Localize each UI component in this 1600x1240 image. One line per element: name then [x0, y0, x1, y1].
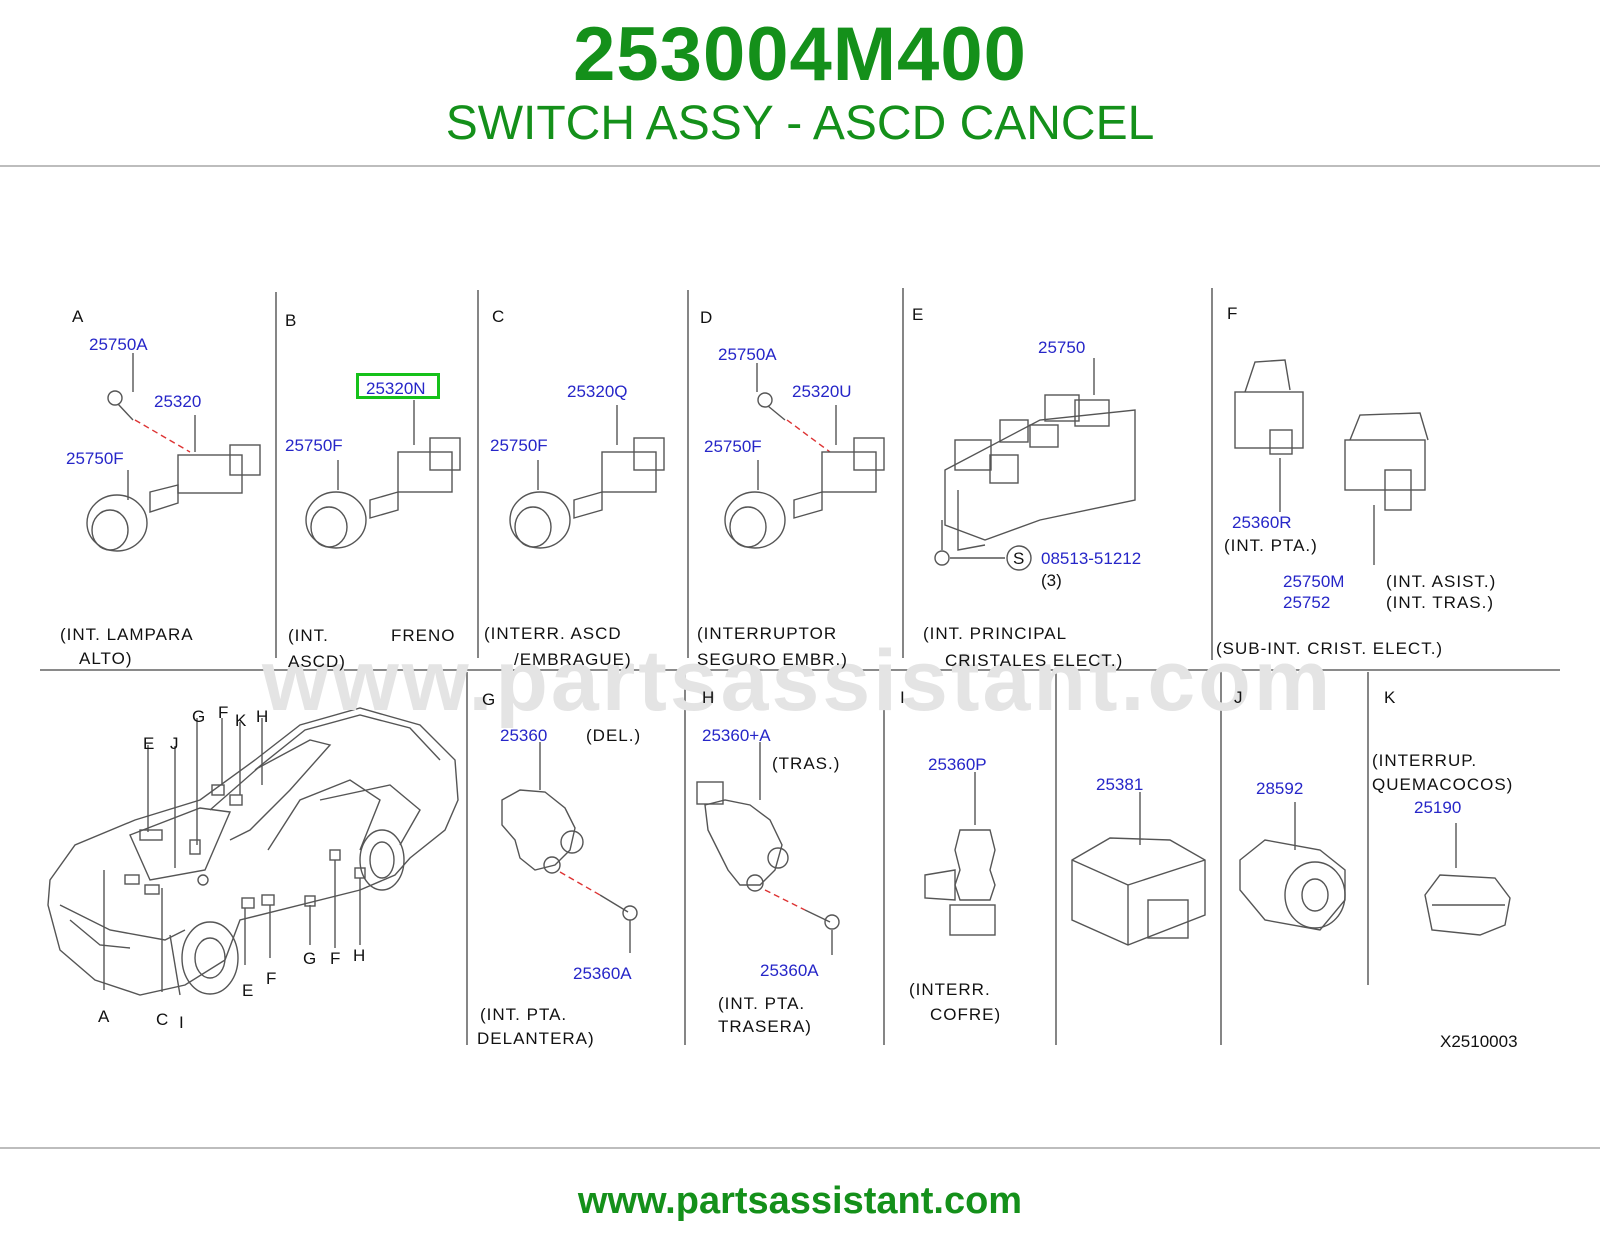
- switch-illustration-c: [509, 405, 665, 549]
- section-letter-g: G: [482, 690, 496, 709]
- door-switch-illustration-g: [501, 742, 638, 953]
- caption-d-line1: (INTERRUPTOR: [697, 624, 838, 643]
- section-letter-a: A: [72, 307, 84, 326]
- section-letter-b: B: [285, 311, 297, 330]
- car-callout-g: G: [192, 707, 206, 726]
- car-callout-c: C: [156, 1010, 169, 1029]
- part-title-heading: SWITCH ASSY - ASCD CANCEL: [445, 97, 1155, 150]
- part-label-25360r[interactable]: 25360R: [1232, 513, 1292, 532]
- part-label-25190[interactable]: 25190: [1414, 798, 1462, 817]
- part-label-25360[interactable]: 25360: [500, 726, 548, 745]
- part-label-25320n[interactable]: 25320N: [366, 379, 426, 398]
- part-label-25750f[interactable]: 25750F: [66, 449, 124, 468]
- part-label-25750a[interactable]: 25750A: [89, 335, 148, 354]
- part-label-25750[interactable]: 25750: [1038, 338, 1086, 357]
- part-label-25320[interactable]: 25320: [154, 392, 202, 411]
- caption-g-line1: (INT. PTA.: [480, 1005, 568, 1024]
- caption-c-line1: (INTERR. ASCD: [484, 624, 622, 643]
- note-int-tras: (INT. TRAS.): [1386, 593, 1495, 612]
- part-label-25360-plus-a[interactable]: 25360+A: [702, 726, 771, 745]
- caption-g-line2: DELANTERA): [477, 1029, 595, 1048]
- part-label-25750f-b[interactable]: 25750F: [285, 436, 343, 455]
- caption-b-int: (INT.: [288, 626, 329, 645]
- caption-d-line2: SEGURO EMBR.): [697, 650, 848, 669]
- socket-illustration-j: [1239, 802, 1346, 931]
- section-letter-i: I: [900, 688, 905, 707]
- caption-a-line1: (INT. LAMPARA: [60, 625, 194, 644]
- caption-k-line1: (INTERRUP.: [1372, 751, 1478, 770]
- part-label-28592[interactable]: 28592: [1256, 779, 1304, 798]
- caption-i-line2: COFRE): [930, 1005, 1002, 1024]
- part-label-25320q[interactable]: 25320Q: [567, 382, 628, 401]
- section-letter-c: C: [492, 307, 505, 326]
- note-tras: (TRAS.): [772, 754, 841, 773]
- car-callout-f2: F: [266, 969, 277, 988]
- car-callout-j: J: [170, 734, 179, 753]
- part-label-25750a-d[interactable]: 25750A: [718, 345, 777, 364]
- car-callout-f: F: [218, 703, 229, 722]
- part-label-25750m[interactable]: 25750M: [1283, 572, 1345, 591]
- car-callout-g2: G: [303, 949, 317, 968]
- hood-switch-illustration-i: [924, 772, 996, 936]
- part-label-25360a-g[interactable]: 25360A: [573, 964, 632, 983]
- door-switch-illustration-h: [696, 742, 840, 955]
- switch-illustration-d: [724, 363, 885, 549]
- watermark: www.partsassistant.com: [262, 633, 1334, 729]
- caption-b-ascd: ASCD): [288, 652, 346, 671]
- caption-i-line1: (INTERR.: [909, 980, 991, 999]
- part-label-08513-51212[interactable]: 08513-51212: [1041, 549, 1142, 568]
- screw-quantity: (3): [1041, 571, 1062, 590]
- part-label-25360p[interactable]: 25360P: [928, 755, 987, 774]
- window-switch-illustration-e: [934, 358, 1136, 571]
- caption-k-line2: QUEMACOCOS): [1372, 775, 1514, 794]
- note-int-asist: (INT. ASIST.): [1386, 572, 1497, 591]
- screw-symbol-s: S: [1013, 549, 1025, 568]
- footer-url[interactable]: www.partsassistant.com: [577, 1180, 1023, 1222]
- switch-illustration-b: [305, 400, 461, 549]
- caption-f: (SUB-INT. CRIST. ELECT.): [1216, 639, 1444, 658]
- caption-e-line2: CRISTALES ELECT.): [945, 651, 1124, 670]
- highlight-box-25320n: [356, 373, 440, 399]
- section-letter-f: F: [1227, 304, 1238, 323]
- part-label-25750f-d[interactable]: 25750F: [704, 437, 762, 456]
- switch-illustration-a: [86, 353, 261, 552]
- car-callout-h2: H: [353, 946, 366, 965]
- figure-code: X2510003: [1440, 1032, 1518, 1051]
- car-callout-h: H: [256, 707, 269, 726]
- part-label-25750f-c[interactable]: 25750F: [490, 436, 548, 455]
- caption-c-line2: /EMBRAGUE): [514, 650, 632, 669]
- section-letter-h: H: [702, 688, 715, 707]
- caption-e-line1: (INT. PRINCIPAL: [923, 624, 1068, 643]
- section-letter-e: E: [912, 305, 924, 324]
- section-letter-d: D: [700, 308, 713, 327]
- part-label-25752[interactable]: 25752: [1283, 593, 1331, 612]
- caption-h-line1: (INT. PTA.: [718, 994, 806, 1013]
- car-callout-a: A: [98, 1007, 110, 1026]
- car-callout-e2: E: [242, 981, 254, 1000]
- diagram-grid: [40, 288, 1560, 1045]
- car-callout-k: K: [235, 711, 247, 730]
- note-del: (DEL.): [586, 726, 642, 745]
- sub-switch-illustration-f: [1234, 359, 1429, 565]
- sunroof-switch-illustration-k: [1424, 823, 1511, 936]
- part-number-heading: 253004M400: [573, 12, 1027, 97]
- footer-divider: [0, 1147, 1600, 1149]
- header-divider: [0, 165, 1600, 167]
- part-label-25320u[interactable]: 25320U: [792, 382, 852, 401]
- car-callout-e: E: [143, 734, 155, 753]
- car-illustration: [47, 707, 459, 996]
- section-letter-j: J: [1234, 688, 1243, 707]
- caption-a-line2: ALTO): [79, 649, 133, 668]
- part-label-25381[interactable]: 25381: [1096, 775, 1144, 794]
- section-letter-k: K: [1384, 688, 1396, 707]
- car-callout-f3: F: [330, 949, 341, 968]
- part-label-25360a-h[interactable]: 25360A: [760, 961, 819, 980]
- switch-illustration-25381: [1071, 792, 1206, 946]
- caption-h-line2: TRASERA): [718, 1017, 812, 1036]
- note-int-pta: (INT. PTA.): [1224, 536, 1318, 555]
- caption-b-freno: FRENO: [391, 626, 456, 645]
- car-callout-i: I: [179, 1013, 184, 1032]
